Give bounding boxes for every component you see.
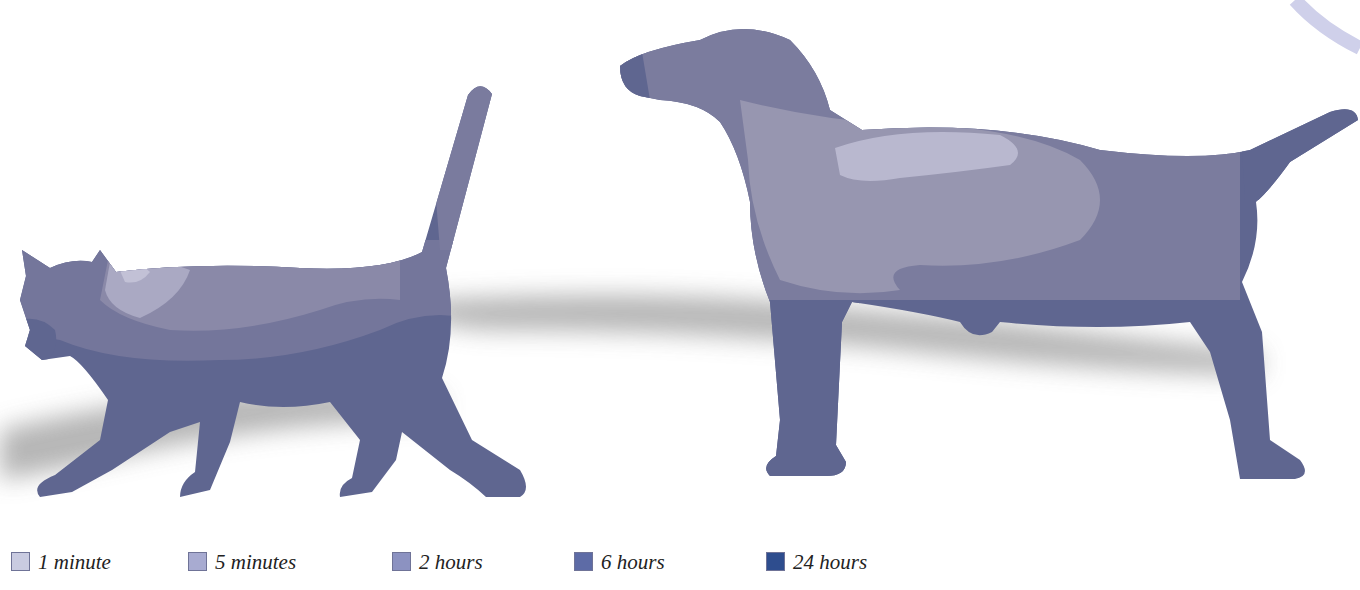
zone xyxy=(835,132,1018,181)
zone xyxy=(1240,100,1360,200)
zone xyxy=(600,10,1240,300)
zone xyxy=(0,240,500,361)
legend-label: 6 hours xyxy=(601,550,665,574)
zone xyxy=(600,40,650,100)
zone xyxy=(118,265,150,283)
zone xyxy=(740,100,1100,293)
dog-silhouette xyxy=(600,10,1360,490)
legend-swatch xyxy=(188,552,207,571)
legend-swatch xyxy=(574,552,593,571)
zone xyxy=(425,60,500,250)
zone xyxy=(0,60,540,510)
legend-label: 2 hours xyxy=(419,550,483,574)
cat-silhouette xyxy=(0,60,540,510)
legend-swatch xyxy=(392,552,411,571)
legend-swatch xyxy=(766,552,785,571)
legend-label: 24 hours xyxy=(793,550,867,574)
corner-arc xyxy=(1295,0,1360,48)
zone xyxy=(100,250,400,331)
legend-label: 1 minute xyxy=(38,550,111,574)
legend-label: 5 minutes xyxy=(215,550,296,574)
zone xyxy=(760,300,860,480)
zone xyxy=(105,261,190,318)
zone xyxy=(20,319,56,362)
zone xyxy=(600,10,1360,490)
legend-swatch xyxy=(11,552,30,571)
